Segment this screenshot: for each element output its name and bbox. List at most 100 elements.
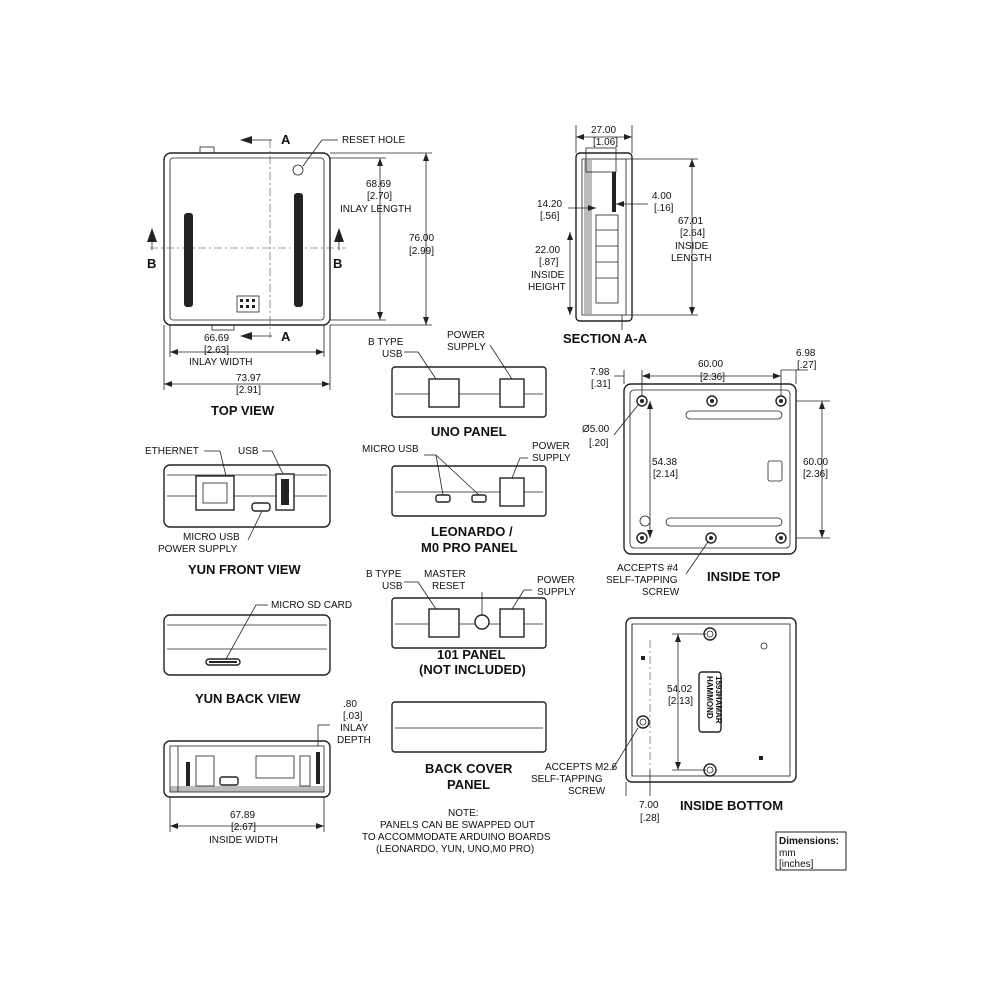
bottom-screw-label-2: SELF-TAPPING — [531, 774, 603, 785]
bottom-offset-mm: 7.00 — [639, 800, 659, 811]
hole-dia-mm: Ø5.00 — [582, 424, 610, 435]
panel-101-power-label-1: POWER — [537, 575, 575, 586]
section-d2-in: [.16] — [654, 203, 674, 214]
brand-label-1: HAMMOND — [705, 676, 714, 719]
section-width-mm: 27.00 — [591, 125, 616, 136]
v-span-in: [2.14] — [653, 469, 678, 480]
dimensions-legend: Dimensions: mm [inches] — [775, 831, 847, 871]
panel-101: B TYPE USB MASTER RESET POWER SUPPLY 101… — [366, 569, 576, 677]
bottom-v-span-mm: 54.02 — [667, 684, 692, 695]
hole-dia-in: [.20] — [589, 438, 609, 449]
panel-101-reset-label-1: MASTER — [424, 569, 466, 580]
section-aa: 27.00 [1.06] 14.20 [.56] 4.00 [.16] 67.0… — [528, 125, 712, 346]
uno-usb-label-2: USB — [382, 349, 403, 360]
section-mark-b-left: B — [147, 256, 156, 271]
hole-span-in: [2.36] — [700, 372, 725, 383]
inlay-depth-in: [.03] — [343, 711, 363, 722]
inlay-length-label: INLAY LENGTH — [340, 204, 411, 215]
leonardo-panel: MICRO USB POWER SUPPLY LEONARDO / M0 PRO… — [362, 441, 571, 555]
inside-height-in: [.87] — [539, 257, 559, 268]
yun-usb-label: USB — [238, 446, 259, 457]
right-offset-in: [.27] — [797, 360, 817, 371]
panel-101-reset-label-2: RESET — [432, 581, 465, 592]
inside-width-in: [2.67] — [231, 822, 256, 833]
bottom-offset-in: [.28] — [640, 813, 660, 824]
yun-back-title: YUN BACK VIEW — [195, 691, 301, 706]
width-mm: 73.97 — [236, 373, 261, 384]
bottom-screw-label-1: ACCEPTS M2.6 — [545, 762, 618, 773]
inlay-depth-label-2: DEPTH — [337, 735, 371, 746]
inlay-width-mm: 66.69 — [204, 333, 229, 344]
top-screw-label-2: SELF-TAPPING — [606, 575, 678, 586]
width-in: [2.91] — [236, 385, 261, 396]
yun-back-view: MICRO SD CARD YUN BACK VIEW — [163, 600, 352, 706]
section-mark-a-bottom: A — [281, 329, 291, 344]
v-span-mm: 54.38 — [652, 457, 677, 468]
legend-title: Dimensions: — [779, 836, 839, 847]
uno-panel-title: UNO PANEL — [431, 424, 507, 439]
section-d1-mm: 14.20 — [537, 199, 562, 210]
inside-width-label: INSIDE WIDTH — [209, 835, 278, 846]
bottom-screw-label-3: SCREW — [568, 786, 606, 797]
legend-unit-2: [inches] — [779, 859, 814, 870]
yun-micro-usb-label-2: POWER SUPPLY — [158, 544, 238, 555]
uno-power-label-2: SUPPLY — [447, 342, 486, 353]
yun-front-title: YUN FRONT VIEW — [188, 562, 301, 577]
panel-101-usb-label-2: USB — [382, 581, 403, 592]
legend-unit-1: mm — [779, 848, 796, 859]
inlay-depth-mm: .80 — [343, 699, 357, 710]
top-view-title: TOP VIEW — [211, 403, 275, 418]
back-cover-title-1: BACK COVER — [425, 761, 513, 776]
inlay-length-in: [2.70] — [367, 191, 392, 202]
inside-length-in: [2.64] — [680, 228, 705, 239]
left-offset-mm: 7.98 — [590, 367, 610, 378]
leonardo-panel-title-2: M0 PRO PANEL — [421, 540, 518, 555]
note-line-3: TO ACCOMMODATE ARDUINO BOARDS — [362, 832, 551, 843]
inside-length-mm: 67.01 — [678, 216, 703, 227]
ethernet-label: ETHERNET — [145, 446, 199, 457]
section-d2-mm: 4.00 — [652, 191, 672, 202]
section-d1-in: [.56] — [540, 211, 560, 222]
bottom-v-span-in: [2.13] — [668, 696, 693, 707]
side-section: .80 [.03] INLAY DEPTH 67.89 [2.67] INSID… — [163, 699, 371, 846]
leonardo-panel-title-1: LEONARDO / — [431, 524, 513, 539]
note-line-2: PANELS CAN BE SWAPPED OUT — [380, 820, 535, 831]
inside-width-mm: 67.89 — [230, 810, 255, 821]
right-offset-mm: 6.98 — [796, 348, 816, 359]
brand-label-2: 1593HAMAR — [714, 676, 723, 724]
top-screw-label-1: ACCEPTS #4 — [617, 563, 679, 574]
back-cover-panel: BACK COVER PANEL — [391, 701, 547, 792]
inlay-width-label: INLAY WIDTH — [189, 357, 253, 368]
inside-length-label-2: LENGTH — [671, 253, 712, 264]
inlay-width-in: [2.63] — [204, 345, 229, 356]
panel-101-title-2: (NOT INCLUDED) — [419, 662, 526, 677]
uno-power-label-1: POWER — [447, 330, 485, 341]
inside-height-mm: 22.00 — [535, 245, 560, 256]
inlay-depth-label-1: INLAY — [340, 723, 368, 734]
uno-usb-label-1: B TYPE — [368, 337, 404, 348]
inside-top-title: INSIDE TOP — [707, 569, 781, 584]
note-line-4: (LEONARDO, YUN, UNO,M0 PRO) — [376, 844, 534, 855]
hole-span-mm: 60.00 — [698, 359, 723, 370]
left-offset-in: [.31] — [591, 379, 611, 390]
section-width-in: [1.06] — [593, 137, 618, 148]
v-total-in: [2.36] — [803, 469, 828, 480]
yun-micro-usb-label-1: MICRO USB — [183, 532, 240, 543]
inside-length-label-1: INSIDE — [675, 241, 709, 252]
note: NOTE: PANELS CAN BE SWAPPED OUT TO ACCOM… — [362, 808, 551, 855]
leonardo-micro-usb-label: MICRO USB — [362, 444, 419, 455]
panel-101-power-label-2: SUPPLY — [537, 587, 576, 598]
note-line-1: NOTE: — [448, 808, 479, 819]
length-mm: 76.00 — [409, 233, 434, 244]
back-cover-title-2: PANEL — [447, 777, 490, 792]
leonardo-power-label-2: SUPPLY — [532, 453, 571, 464]
inside-bottom: HAMMOND 1593HAMAR 54.02 [2.13] ACCEPTS M… — [531, 617, 797, 824]
v-total-mm: 60.00 — [803, 457, 828, 468]
panel-101-usb-label-1: B TYPE — [366, 569, 402, 580]
micro-sd-label: MICRO SD CARD — [271, 600, 352, 611]
inlay-length-mm: 68.69 — [366, 179, 391, 190]
inside-height-label-2: HEIGHT — [528, 282, 566, 293]
section-mark-b-right: B — [333, 256, 342, 271]
section-aa-title: SECTION A-A — [563, 331, 648, 346]
